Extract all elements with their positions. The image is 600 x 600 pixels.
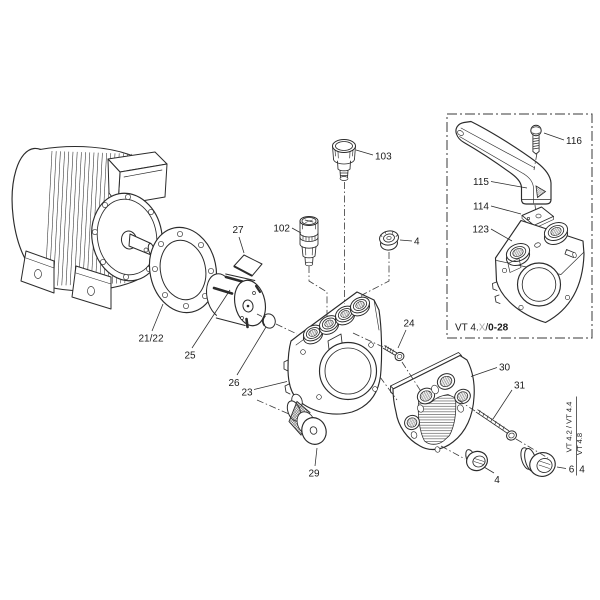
label-115: 115 (473, 177, 489, 188)
label-21-22: 21/22 (138, 334, 163, 345)
plug-bottom (465, 449, 488, 472)
inset-caption-variant: X (479, 323, 486, 334)
knurled-plug (286, 400, 327, 445)
clamp-body (492, 219, 585, 324)
label-116: 116 (566, 136, 582, 147)
inset-caption: VT 4.X/0-28 (455, 323, 509, 334)
vane (233, 254, 263, 277)
label-4-top: 4 (414, 237, 420, 248)
cover-threaded-holes (404, 373, 471, 431)
label-24: 24 (403, 319, 415, 330)
label-6-variant: 6 (569, 465, 575, 476)
label-4-variant: 4 (579, 465, 585, 476)
housing-ports (303, 296, 370, 345)
inset-box (446, 113, 593, 339)
inset-caption-model: 0-28 (488, 323, 508, 334)
label-27: 27 (232, 225, 244, 236)
center-lines (256, 182, 549, 460)
label-25: 25 (184, 351, 196, 362)
flange-gasket (148, 226, 218, 314)
motor-foot-rear (20, 250, 55, 294)
motor-shaft (120, 230, 155, 256)
filter-cartridge (299, 216, 319, 267)
label-26: 26 (228, 378, 240, 389)
motor-foot-front (71, 265, 112, 310)
variant-models-left: VT 4.2 / VT 4.4 (565, 402, 574, 453)
carrying-handle (455, 120, 552, 205)
labels-layer: 103 102 4 116 115 114 123 27 21/22 25 26… (138, 136, 585, 486)
handle-screw (530, 124, 542, 155)
inset-caption-prefix: VT 4. (455, 323, 479, 334)
label-29: 29 (308, 469, 320, 480)
electric-motor (11, 146, 168, 310)
oil-fill-cap (332, 139, 356, 181)
label-123: 123 (472, 225, 489, 236)
inset-caption-slash: / (485, 323, 488, 334)
plug-top (379, 230, 399, 251)
plug-large (520, 447, 556, 477)
screw-short (382, 345, 405, 362)
variant-models-right: VT 4.8 (575, 433, 584, 455)
label-102: 102 (273, 224, 290, 235)
label-4-bottom: 4 (494, 475, 500, 486)
pump-housing (283, 291, 383, 415)
label-103: 103 (375, 152, 392, 163)
label-23: 23 (241, 388, 253, 399)
screw-long (475, 409, 517, 441)
inset-border (446, 113, 593, 339)
label-31: 31 (514, 381, 526, 392)
label-30: 30 (499, 363, 511, 374)
label-114: 114 (473, 202, 489, 213)
rotor (206, 273, 267, 329)
cover-disc (262, 313, 276, 329)
leader-lines (151, 132, 577, 476)
